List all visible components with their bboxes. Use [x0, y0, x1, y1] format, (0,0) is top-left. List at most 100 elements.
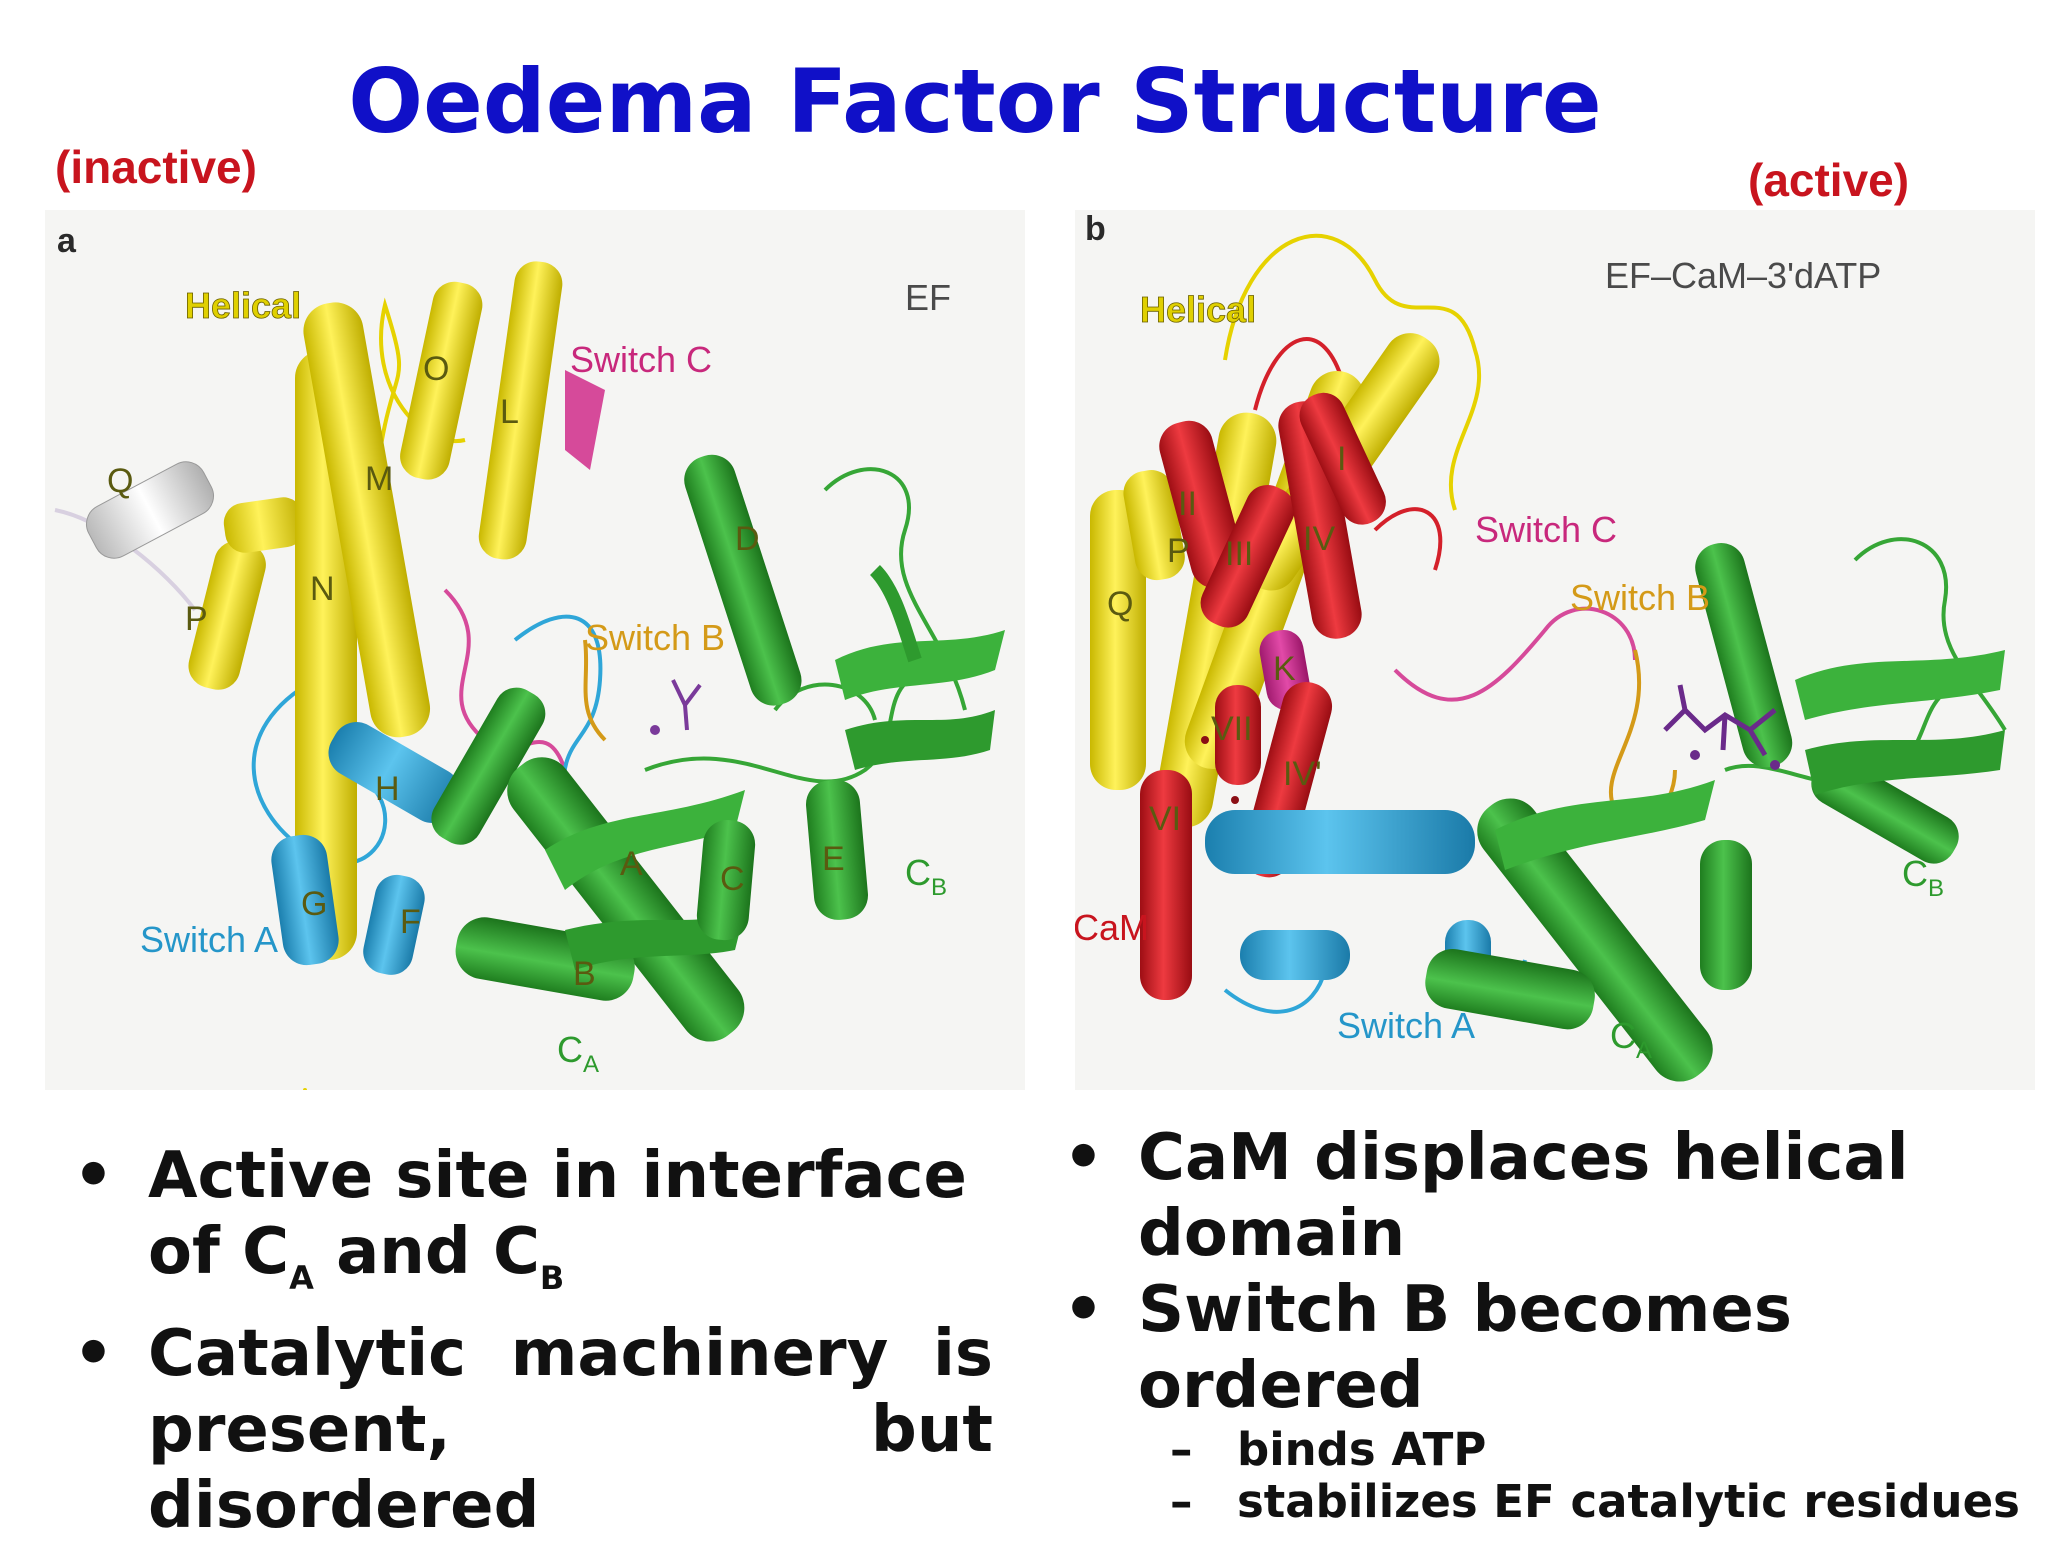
switch-a-loop-upper	[513, 614, 603, 811]
bullet-item-catalytic: • Catalytic machinery is present, but di…	[73, 1316, 993, 1544]
switch-c-loop	[1393, 606, 1637, 702]
cb-sheet-2	[1805, 730, 2005, 795]
helix-switch-a-short	[1240, 930, 1350, 980]
helix-p	[1123, 470, 1185, 581]
helical-label: Helical	[185, 285, 301, 326]
sub-item-text: binds ATP	[1237, 1423, 1487, 1476]
panel-letter-b: b	[1085, 210, 1106, 248]
helix-i	[1299, 392, 1386, 525]
switch-c-strand	[565, 370, 605, 470]
helix-label-g: G	[301, 885, 327, 923]
cb-label: CB	[1902, 853, 1944, 902]
helix-iii	[1200, 484, 1295, 628]
helix-m	[303, 302, 431, 738]
cb-strand	[869, 565, 922, 663]
helix-label-n: N	[310, 570, 335, 608]
switch-b-label: Switch B	[585, 617, 725, 658]
helix-ca-main	[1477, 798, 1713, 1082]
helix-label-b: B	[573, 955, 596, 993]
helix-label-q: Q	[1107, 585, 1133, 623]
inactive-label: (inactive)	[55, 141, 257, 193]
cam-loop-2	[1373, 507, 1443, 571]
bullet-list-inactive: • Active site in interface of CA and CB …	[73, 1138, 993, 1544]
dash-marker: –	[1170, 1423, 1193, 1476]
helical-loop	[1223, 233, 1482, 511]
sub-item-stabilizes: – stabilizes EF catalytic residues	[1170, 1476, 2023, 1528]
bullet-marker: •	[1063, 1273, 1104, 1347]
helix-label-d: D	[735, 520, 760, 558]
helix-label-o: O	[423, 350, 449, 388]
inactive-structure-figure: a Helical EF Switch C Switch B Switch A …	[54, 222, 1005, 1090]
bullet-text: Switch B becomes ordered	[1138, 1273, 1792, 1423]
bullet-item-active-site: • Active site in interface of CA and CB	[73, 1138, 993, 1316]
helix-c	[696, 820, 756, 941]
ion	[650, 725, 660, 735]
helix-e	[805, 779, 868, 920]
helix-label-k: K	[1273, 650, 1296, 688]
switch-b-loop	[583, 639, 607, 742]
active-label: (active)	[1748, 154, 1910, 206]
dash-marker: –	[1170, 1475, 1193, 1528]
helix-a	[507, 757, 745, 1042]
helix-cb-right	[1700, 840, 1752, 990]
slide-title: Oedema Factor Structure	[348, 50, 1602, 153]
ef-cam-atp-label: EF–CaM–3'dATP	[1605, 255, 1881, 296]
helix-switch-a-long	[1205, 810, 1475, 874]
helix-h	[328, 722, 461, 823]
helix-label-vi: VI	[1149, 800, 1181, 838]
bullet-list-active: • CaM displaces helical domain • Switch …	[1063, 1120, 2023, 1528]
helix-label-ivp: IV'	[1283, 755, 1322, 793]
helix-label-m: M	[365, 460, 393, 498]
bullet-text: CaM displaces helical domain	[1138, 1121, 1909, 1271]
helix-label-iv: IV	[1303, 520, 1335, 558]
bullet-item-switch-b: • Switch B becomes ordered	[1063, 1272, 2023, 1424]
helix-o	[400, 281, 483, 480]
cb-loop	[644, 668, 926, 784]
bullet-text: Active site in interface of CA and CB	[148, 1139, 967, 1297]
ca-label: CA	[1610, 1015, 1652, 1064]
helix-label-p: P	[1167, 532, 1190, 570]
cb-label: CB	[905, 852, 947, 901]
helix-q	[1090, 490, 1146, 790]
helix-label-q: Q	[107, 462, 133, 500]
ef-label: EF	[905, 277, 951, 318]
structure-panel-inactive: a Helical EF Switch C Switch B Switch A …	[45, 210, 1025, 1090]
helix-p	[188, 540, 266, 690]
helix-f	[363, 874, 425, 975]
sub-item-text: stabilizes EF catalytic residues	[1237, 1475, 2020, 1528]
switch-a-loop	[1223, 969, 1327, 1014]
ligand	[671, 679, 702, 731]
structure-panel-active: b Helical EF–CaM–3'dATP Switch C Switch …	[1075, 210, 2035, 1090]
panel-letter-a: a	[57, 222, 77, 260]
helix-label-ii: II	[1178, 485, 1197, 523]
helix-cb-top	[1695, 543, 1793, 768]
helix-ii	[1159, 420, 1245, 589]
helix-vii	[1215, 685, 1261, 785]
ca-label: CA	[557, 1029, 599, 1078]
switch-a-label: Switch A	[140, 919, 278, 960]
helix-label-h: H	[375, 770, 400, 808]
helix-vi	[1140, 770, 1192, 1000]
helix-d	[684, 454, 802, 706]
ca-sheet	[545, 790, 745, 890]
helix-g	[271, 834, 339, 966]
helix-label-l: L	[500, 393, 519, 431]
bullet-text: Catalytic machinery is present, but diso…	[148, 1317, 993, 1543]
bullet-marker: •	[73, 1139, 114, 1213]
helix-label-vii: VII	[1211, 710, 1253, 748]
cb-sheet	[1795, 650, 2005, 720]
helix-label-p: P	[185, 600, 208, 638]
switch-b-label: Switch B	[1570, 577, 1710, 618]
cam-label: CaM	[1075, 907, 1149, 948]
helix-l	[478, 261, 563, 560]
ca-sheet	[1495, 780, 1715, 870]
helix-label-a: A	[620, 845, 643, 883]
sub-item-binds-atp: – binds ATP	[1170, 1424, 2023, 1476]
helix-label-c: C	[720, 860, 745, 898]
helix-ca-b	[1425, 948, 1595, 1030]
helix-label-e: E	[822, 840, 845, 878]
switch-a-label: Switch A	[1337, 1005, 1475, 1046]
active-structure-figure: b Helical EF–CaM–3'dATP Switch C Switch …	[1075, 210, 2007, 1082]
bullet-marker: •	[73, 1317, 114, 1391]
cb-sheet	[835, 630, 1005, 700]
